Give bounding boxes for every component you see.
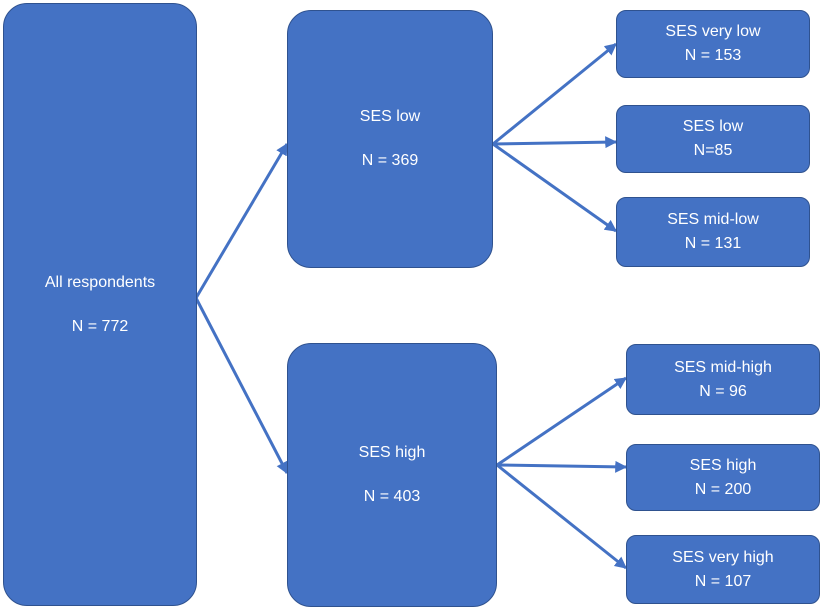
node-count: N = 403 xyxy=(363,488,421,505)
node-count: N = 200 xyxy=(694,480,752,498)
node-ses-low: SES low N = 369 xyxy=(287,10,493,268)
node-label: SES very low xyxy=(665,23,761,40)
arrow-low-to-very-low xyxy=(492,42,617,146)
node-label: SES high xyxy=(689,456,757,474)
node-label: All respondents xyxy=(44,273,156,291)
node-count: N = 107 xyxy=(694,572,752,590)
node-count: N=85 xyxy=(693,142,733,159)
node-count: N = 153 xyxy=(684,47,742,64)
arrow-low-to-mid-low xyxy=(492,142,617,233)
node-count: N = 369 xyxy=(361,152,419,169)
node-ses-mid-high: SES mid-high N = 96 xyxy=(626,344,820,415)
node-label: SES mid-low xyxy=(667,211,759,228)
node-all-respondents: All respondents N = 772 xyxy=(3,3,197,606)
arrow-root-to-high xyxy=(194,297,289,475)
node-label: SES low xyxy=(359,108,421,125)
node-ses-mid-low: SES mid-low N = 131 xyxy=(616,197,810,267)
node-label: SES mid-high xyxy=(674,358,772,376)
node-label: SES high xyxy=(358,444,426,461)
arrow-high-to-mid-high xyxy=(496,376,627,467)
node-ses-very-low: SES very low N = 153 xyxy=(616,10,810,78)
node-ses-very-high: SES very high N = 107 xyxy=(626,535,820,604)
arrow-high-to-high-sub xyxy=(496,460,628,473)
node-ses-high: SES high N = 403 xyxy=(287,343,497,607)
node-ses-high-sub: SES high N = 200 xyxy=(626,444,820,511)
arrow-low-to-low-sub xyxy=(492,136,618,149)
node-count: N = 96 xyxy=(699,382,747,400)
node-count: N = 131 xyxy=(684,235,742,252)
node-label: SES low xyxy=(682,118,744,135)
node-count: N = 772 xyxy=(71,317,129,335)
node-label: SES very high xyxy=(672,548,774,566)
arrow-root-to-low xyxy=(194,142,289,299)
node-ses-low-sub: SES low N=85 xyxy=(616,105,810,173)
arrow-high-to-very-high xyxy=(496,463,627,570)
